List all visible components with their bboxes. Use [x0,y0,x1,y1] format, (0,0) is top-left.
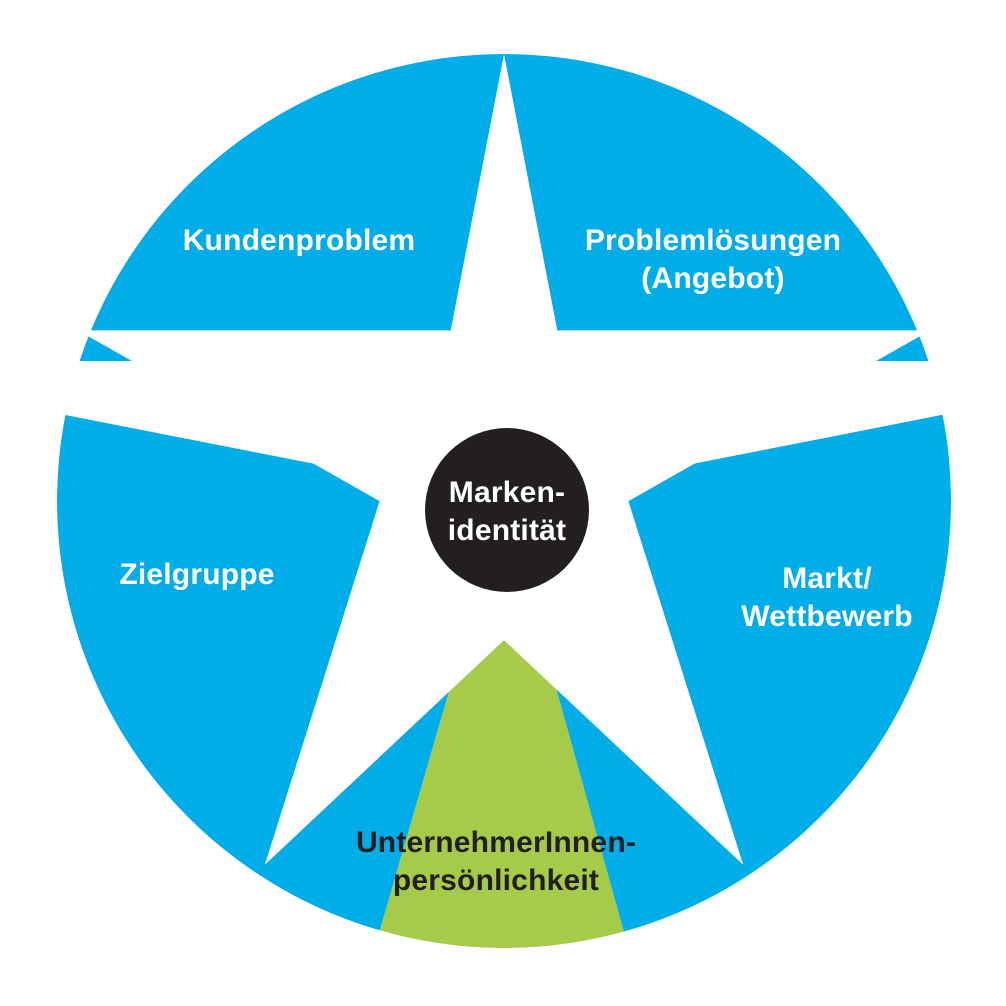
wedge-kundenproblem[interactable] [57,54,951,948]
wedge-markt-wettbewerb[interactable] [57,54,951,948]
label-markt-wettbewerb-line1: Markt/ [782,562,872,595]
label-problemloesungen-line1: Problemlösungen [585,224,841,257]
label-brand-identity-line1: Marken- [449,476,565,509]
wedge-divider-horizontal [60,361,950,364]
label-kundenproblem-line1: Kundenproblem [183,224,416,257]
label-unternehmerinnen-line2: persönlichkeit [393,864,599,897]
wedge-zielgruppe[interactable] [57,54,951,948]
label-zielgruppe-line1: Zielgruppe [119,558,274,591]
label-brand-identity-line2: identität [448,514,566,547]
label-markt-wettbewerb-line2: Wettbewerb [741,600,912,633]
brand-identity-circle[interactable] [425,428,589,592]
label-unternehmerinnen-line1: UnternehmerInnen- [356,826,636,859]
label-problemloesungen-line2: (Angebot) [641,262,784,295]
wedge-problemloesungen[interactable] [57,54,951,948]
star-wedge-group [57,54,951,948]
